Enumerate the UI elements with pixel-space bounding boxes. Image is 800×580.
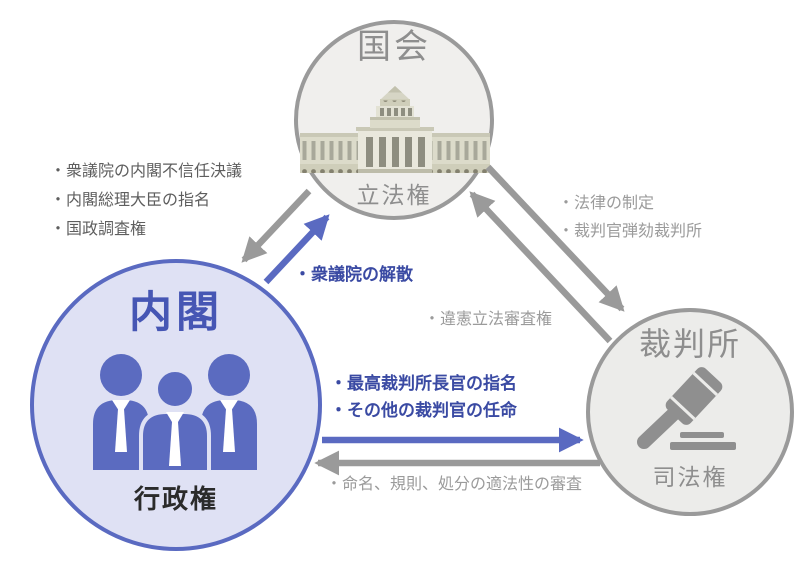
arrow-court-to-diet [469,191,613,344]
arrow-cabinet-to-diet [263,214,330,285]
diet-to-court-note: ・法律の制定 ・裁判官弾劾裁判所 [558,190,702,246]
cabinet-to-court-note: ・最高裁判所長官の指名 ・その他の裁判官の任命 [330,370,517,424]
diet-building-icon [300,86,490,173]
arrow-diet-to-court [485,164,625,312]
note-line: ・法律の制定 [558,195,655,212]
court-to-cabinet-note: ・命名、規則、処分の適法性の審査 [326,470,582,494]
cabinet-power-label: 行政権 [133,484,218,514]
note-line: ・違憲立法審査権 [424,311,553,328]
arrow-diet-to-cabinet [241,188,312,263]
cabinet-to-diet-note: ・衆議院の解散 [294,260,413,285]
note-line: ・衆議院の内閣不信任決議 [50,163,243,180]
court-title: 裁判所 [638,326,741,362]
diet-power-label: 立法権 [356,182,432,208]
diet-title: 国会 [357,28,431,66]
note-line: ・最高裁判所長官の指名 [330,374,517,393]
note-line: ・内閣総理大臣の指名 [50,192,211,209]
court-to-diet-note: ・違憲立法審査権 [424,305,552,329]
note-line: ・国政調査権 [50,221,147,238]
note-line: ・裁判官弾劾裁判所 [558,223,703,240]
cabinet-members-icon [93,354,257,472]
note-line: ・衆議院の解散 [294,265,413,284]
cabinet-title: 内閣 [129,289,223,337]
court-power-label: 司法権 [652,464,728,490]
note-line: ・その他の裁判官の任命 [330,401,517,420]
diet-to-cabinet-note: ・衆議院の内閣不信任決議 ・内閣総理大臣の指名 ・国政調査権 [50,157,242,244]
note-line: ・命名、規則、処分の適法性の審査 [326,476,583,493]
diet-node-circle [294,20,494,220]
gavel-icon [637,367,736,450]
